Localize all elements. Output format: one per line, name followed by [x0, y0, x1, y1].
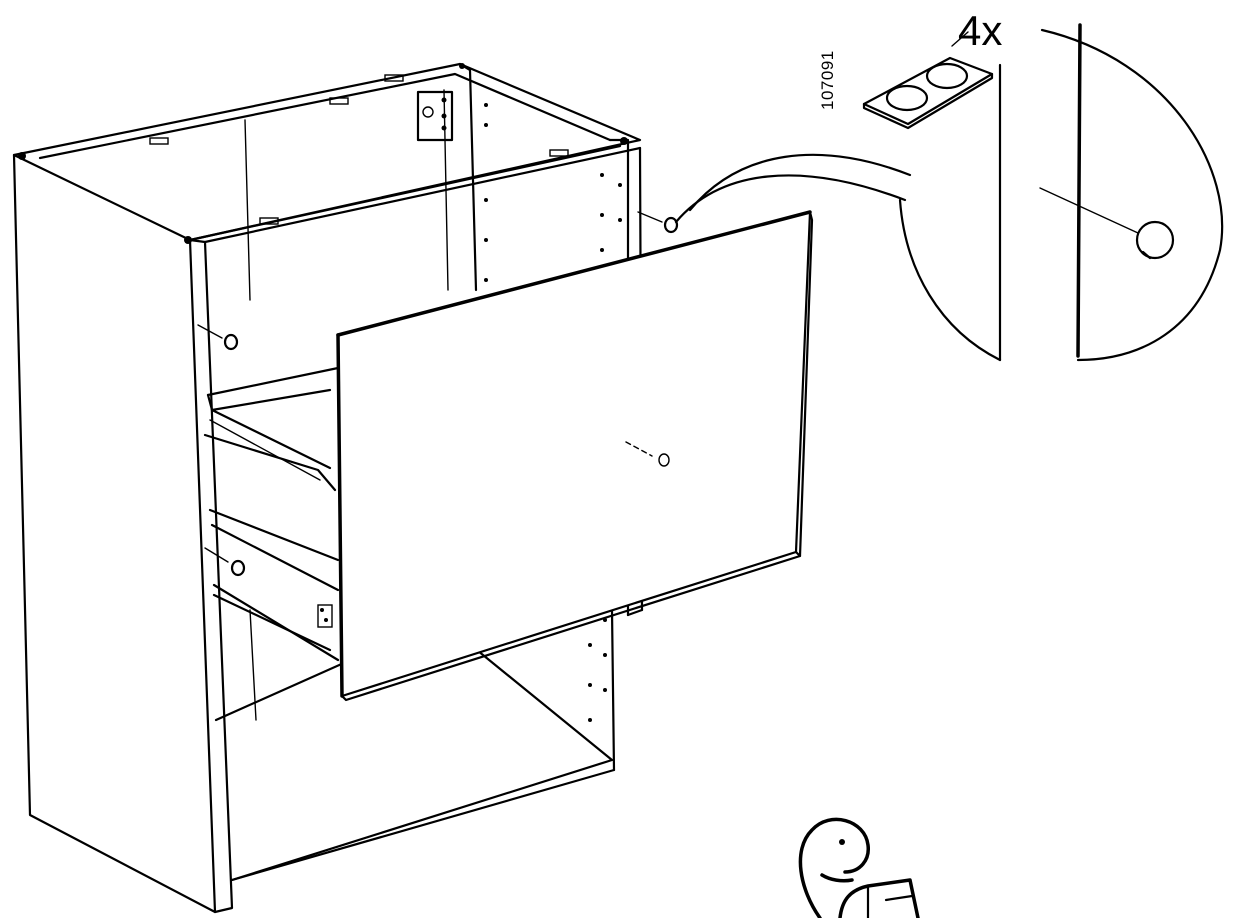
drawer-front — [336, 210, 814, 702]
drawer-box — [203, 366, 340, 662]
bumper-positions — [197, 211, 679, 577]
cabinet-frame — [12, 62, 644, 914]
magnified-detail — [898, 23, 1224, 362]
assembly-man-icon — [798, 817, 920, 918]
callout-pointer — [688, 153, 912, 212]
quantity-label: 4x — [958, 7, 1003, 54]
bumper-pads-icon — [862, 31, 994, 130]
part-number-label: 107091 — [818, 50, 837, 110]
